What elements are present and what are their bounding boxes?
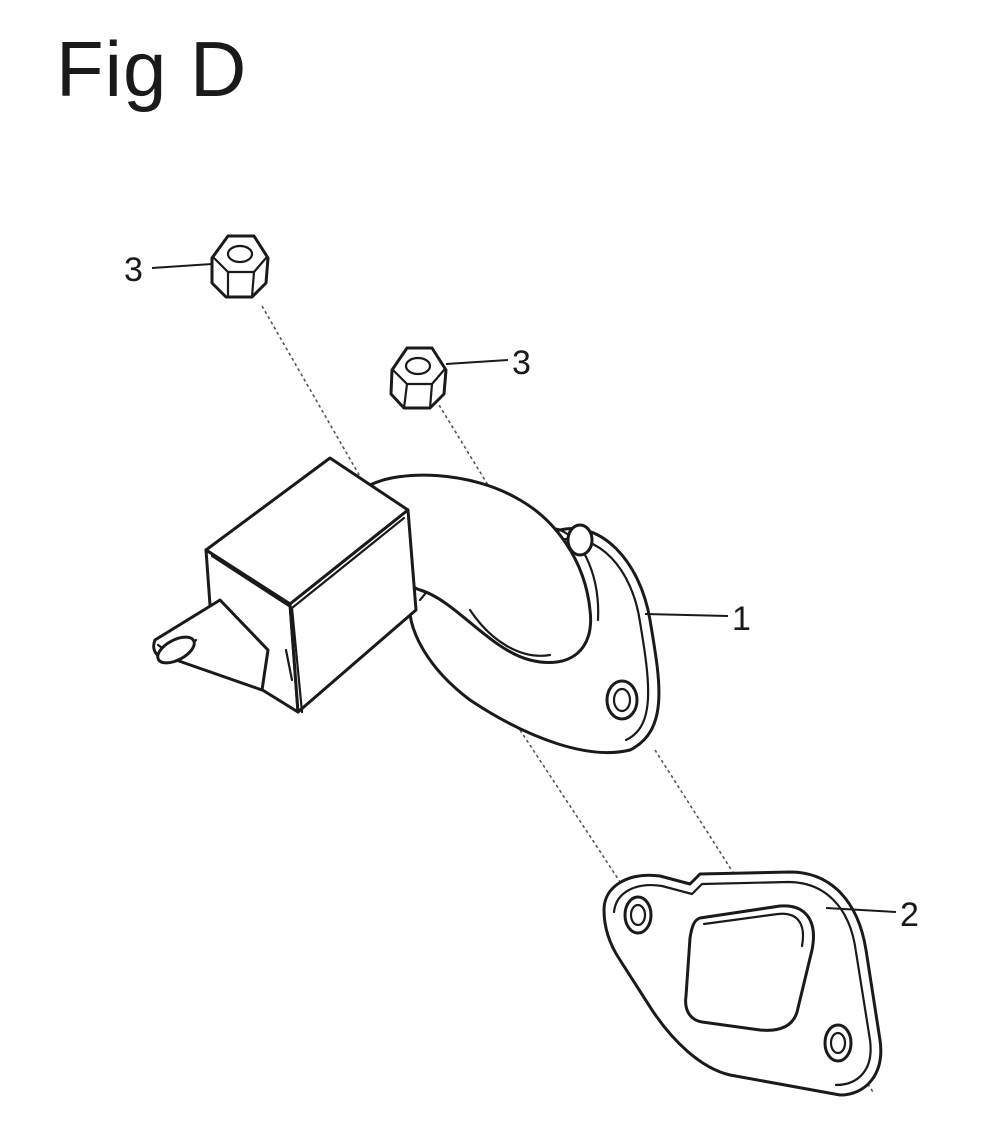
callout-label-nut-top-left: 3 <box>124 251 143 289</box>
gasket <box>602 870 883 1097</box>
callout-label-gasket: 2 <box>900 896 919 934</box>
callout-label-muffler: 1 <box>732 600 751 638</box>
hex-nut-center <box>389 346 448 410</box>
leader-gasket <box>825 907 897 913</box>
assembly-line-top-nut <box>261 305 363 481</box>
assembly-line-left-gasket <box>519 729 633 901</box>
callout-labels: 3 3 1 2 <box>124 251 919 934</box>
leader-muffler <box>644 613 729 617</box>
muffler-assembly <box>152 456 661 754</box>
leader-nut-center <box>445 359 509 365</box>
leader-nut-top-left <box>151 263 213 269</box>
callout-leaders <box>151 263 897 913</box>
figure-title: Fig D <box>56 25 248 113</box>
callout-label-nut-center: 3 <box>512 344 531 382</box>
hex-nut-top-left <box>210 234 270 299</box>
